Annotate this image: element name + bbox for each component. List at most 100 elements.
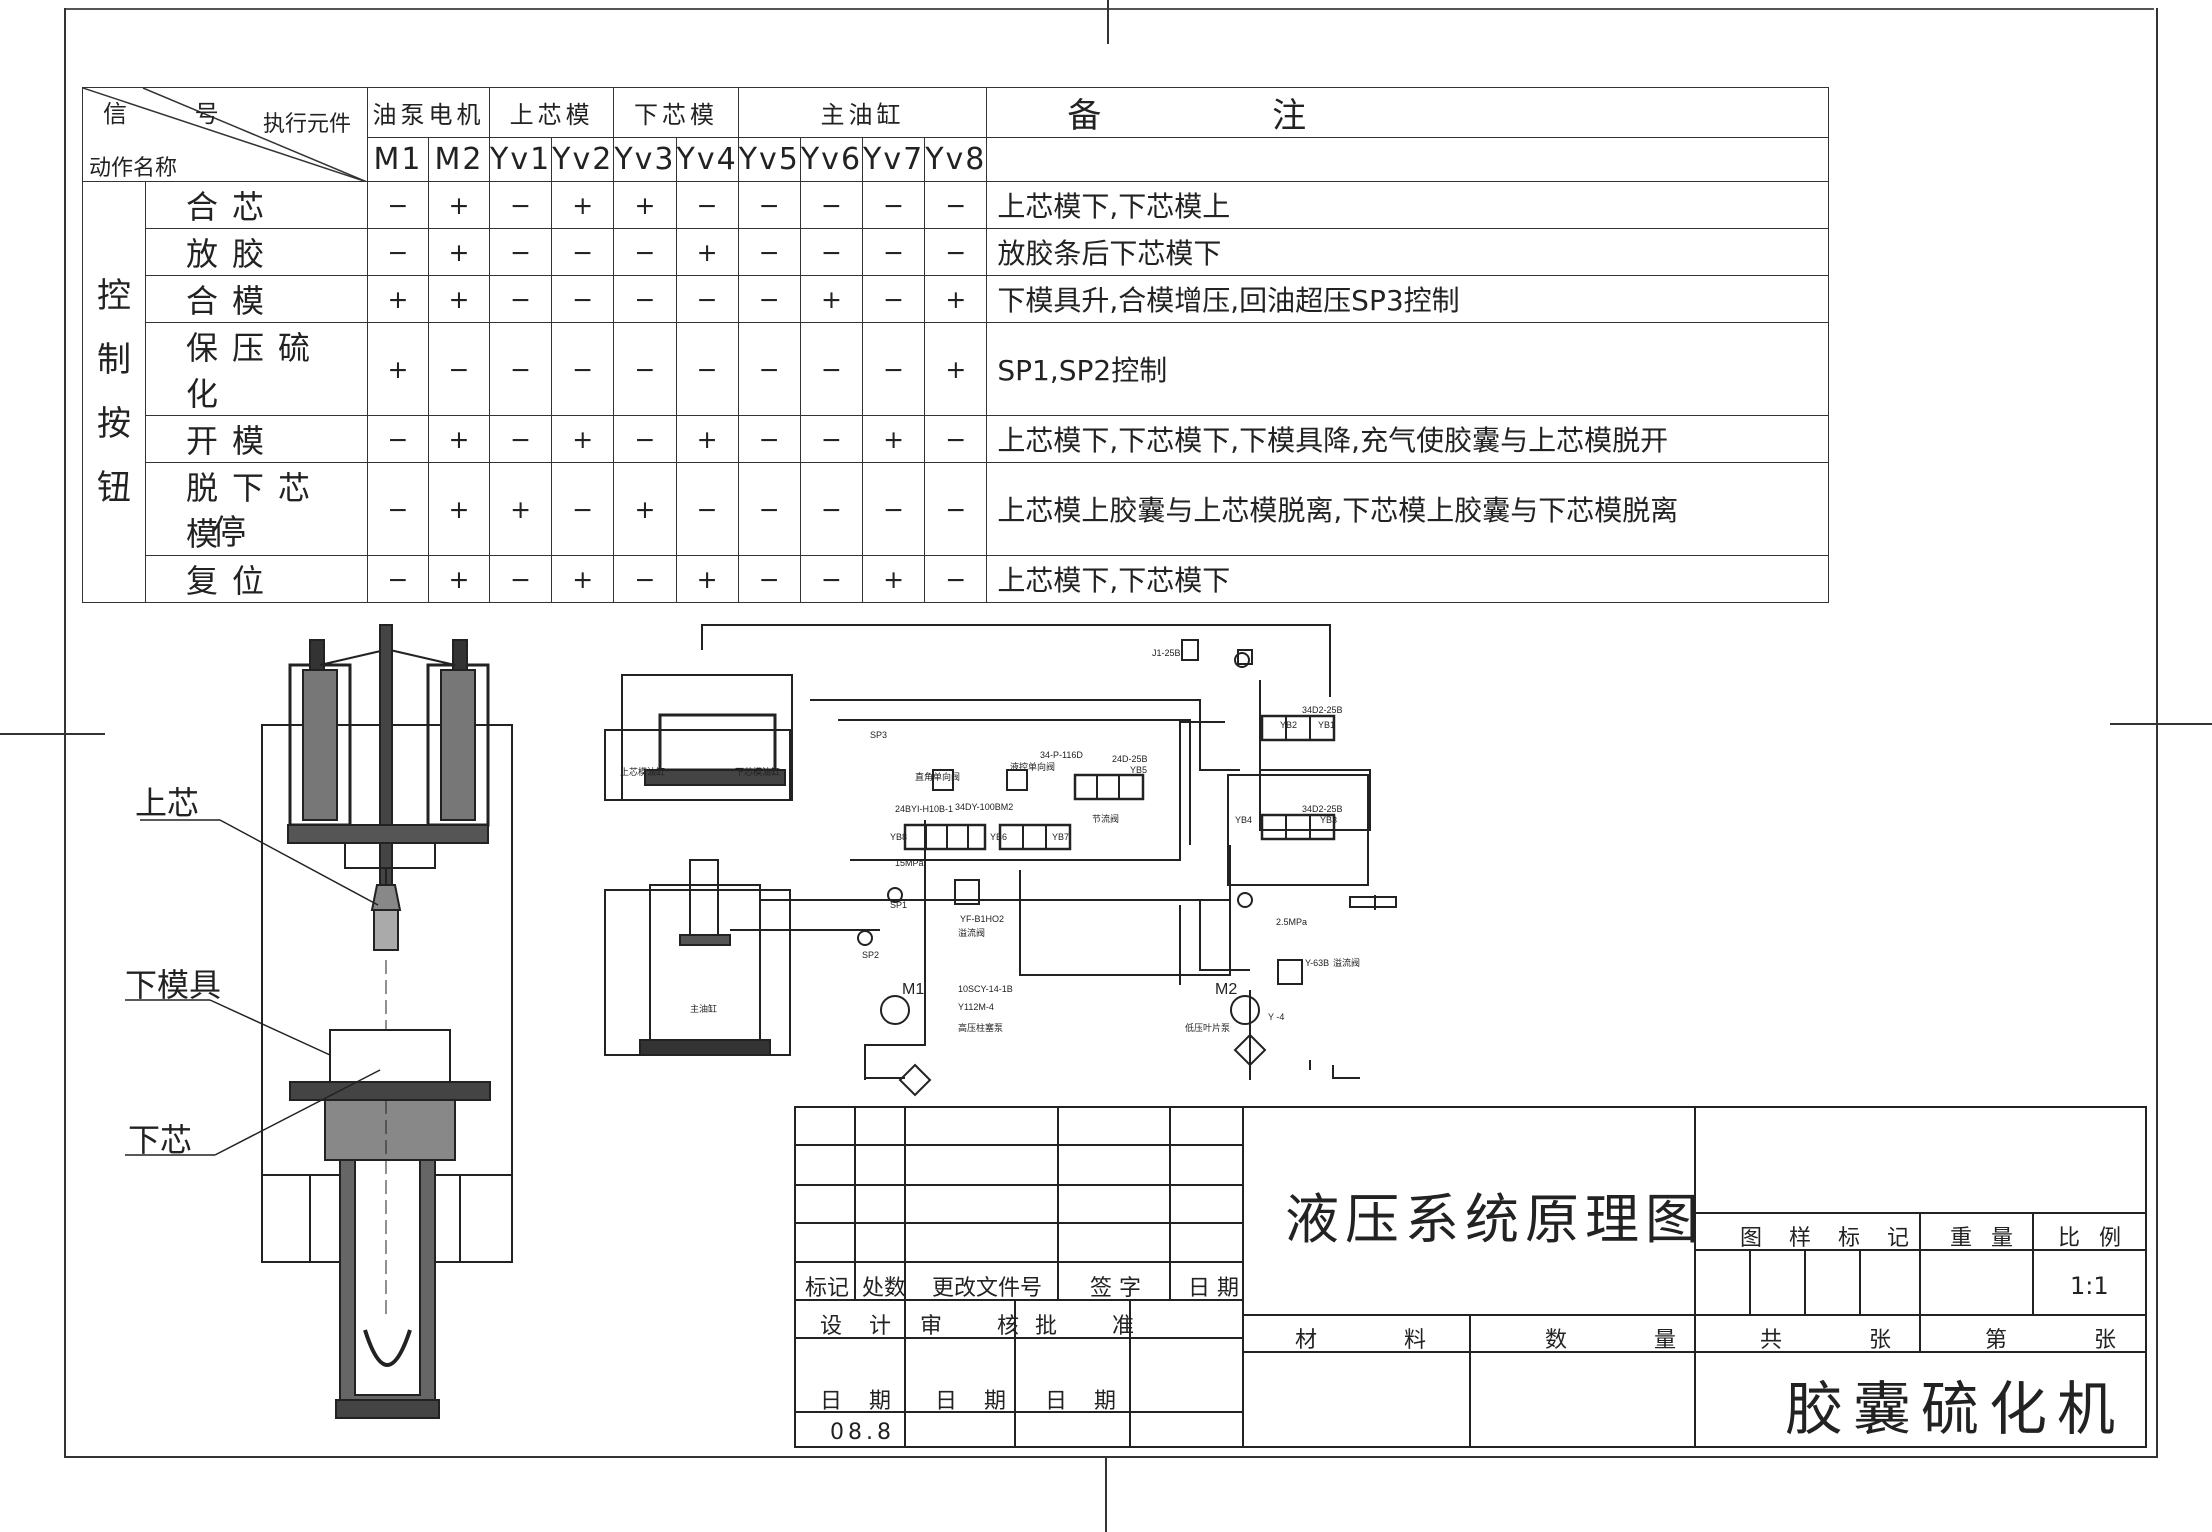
tb-date-value: 08.8 (830, 1420, 895, 1445)
tb-sample-mark: 图 样 标 记 (1740, 1226, 1919, 1251)
state-cell: − (675, 462, 739, 556)
corner-signal: 信 号 (103, 100, 249, 128)
tb-material: 材 料 (1295, 1328, 1466, 1353)
label-y4: Y -4 (1268, 1012, 1284, 1022)
state-cell: − (488, 322, 553, 416)
tb-change-doc: 更改文件号 (932, 1276, 1043, 1301)
state-cell: − (924, 228, 988, 276)
state-cell: − (551, 322, 615, 416)
hydraulic-schematic (604, 624, 1397, 1097)
title-block-grid (794, 1106, 2147, 1448)
state-cell: − (551, 275, 615, 323)
corner-actuator: 执行元件 (263, 112, 352, 137)
code-yv5: Yv5 (737, 137, 801, 182)
state-cell: − (367, 462, 429, 556)
action-rows: 控制按钮合芯−+−++−−−−−上芯模下,下芯模上放胶−+−−−+−−−−放胶条… (82, 181, 1830, 603)
action-note: 下模具升,合模增压,回油超压SP3控制 (986, 275, 1830, 323)
label-v3: 24D-25B (1112, 754, 1148, 764)
label-p25: 2.5MPa (1276, 917, 1307, 927)
action-name: 放胶 (145, 228, 368, 276)
label-v2: 34D2-25B (1302, 804, 1343, 814)
code-m1: M1 (367, 137, 429, 182)
tb-sign: 签 字 (1090, 1276, 1141, 1301)
tb-quantity: 数 量 (1545, 1328, 1716, 1353)
state-cell: − (613, 415, 677, 463)
state-cell: − (737, 415, 801, 463)
control-button-group: 控制按钮 (82, 181, 146, 603)
code-yv8: Yv8 (924, 137, 988, 182)
tb-design: 设 计 (820, 1314, 901, 1339)
label-yb5: YB5 (1130, 765, 1147, 775)
code-yv6: Yv6 (799, 137, 864, 182)
state-cell: − (675, 275, 739, 323)
frame-top-border (64, 8, 2154, 10)
tb-date3: 日 期 (1045, 1389, 1126, 1414)
remark-blank (986, 137, 1830, 182)
code-yv4: Yv4 (675, 137, 739, 182)
label-thr: 节流阀 (1092, 813, 1119, 824)
drawing-title: 液压系统原理图 (1285, 1188, 1705, 1251)
label-pump1-desc: 高压柱塞泵 (958, 1022, 1003, 1033)
state-cell: + (488, 462, 553, 556)
state-cell: − (924, 462, 988, 556)
tb-count: 处数 (862, 1276, 907, 1301)
label-v1: 34D2-25B (1302, 705, 1343, 715)
schematic-text: J1-25B 34D2-25B 34D2-25B YB2 YB1 YB4 YB3… (620, 648, 1360, 1033)
action-row: 开模−+−+−+−−+−上芯模下,下芯模下,下模具降,充气使胶囊与上芯模脱开 (83, 415, 1830, 463)
tb-total: 共 张 (1760, 1328, 1931, 1353)
action-note: 放胶条后下芯模下 (986, 228, 1830, 276)
tb-sheet: 第 张 (1985, 1328, 2156, 1353)
state-cell: − (924, 555, 988, 603)
state-cell: + (613, 181, 677, 229)
label-v6: 34-P-116D (1040, 750, 1083, 760)
tb-review: 审 核 (920, 1314, 1043, 1339)
state-cell: + (799, 275, 864, 323)
state-cell: − (737, 275, 801, 323)
state-cell: − (367, 181, 429, 229)
state-cell: − (367, 228, 429, 276)
label-sp3: SP3 (870, 730, 887, 740)
state-cell: − (799, 462, 864, 556)
state-cell: + (428, 462, 490, 556)
label-yb4: YB4 (1235, 815, 1252, 825)
action-name: 复位 (145, 555, 368, 603)
action-note: SP1,SP2控制 (986, 322, 1830, 416)
state-cell: + (428, 555, 490, 603)
action-name: 脱下芯模 (145, 462, 368, 556)
tb-scale-value: 1:1 (2070, 1272, 2109, 1300)
label-v5: 24BYI-H10B-1 (895, 804, 953, 814)
label-lower-core: 下芯 (128, 1121, 193, 1159)
state-cell: − (799, 322, 864, 416)
action-note: 上芯模下,下芯模下 (986, 555, 1830, 603)
tb-date-header: 日 期 (1188, 1276, 1239, 1301)
product-name: 胶囊硫化机 (1785, 1375, 2126, 1443)
machine-section (261, 624, 513, 1419)
state-cell: + (862, 415, 926, 463)
state-cell: − (613, 275, 677, 323)
state-cell: − (367, 415, 429, 463)
state-cell: + (428, 228, 490, 276)
state-cell: − (862, 322, 926, 416)
label-yb6: YB6 (990, 832, 1007, 842)
state-cell: + (675, 415, 739, 463)
group-pump-motor: 油泵电机 (367, 87, 490, 138)
state-cell: − (924, 181, 988, 229)
label-relief: YF-B1HO2 (960, 914, 1004, 924)
tb-weight: 重 量 (1950, 1226, 2019, 1251)
tb-date2: 日 期 (935, 1389, 1016, 1414)
state-cell: − (924, 415, 988, 463)
remark-header: 备 注 (986, 87, 1830, 138)
center-mark-left (0, 733, 105, 735)
action-row: 合模++−−−−−+−+下模具升,合模增压,回油超压SP3控制 (83, 275, 1830, 323)
state-cell: − (862, 462, 926, 556)
state-cell: − (488, 555, 553, 603)
motor-labels: M1 M2 (902, 981, 1237, 998)
code-row: M1 M2 Yv1 Yv2 Yv3 Yv4 Yv5 Yv6 Yv7 Yv8 (83, 137, 1830, 182)
state-cell: − (737, 555, 801, 603)
label-ovf2: 溢流阀 (1333, 957, 1360, 968)
tb-approve: 批 准 (1035, 1314, 1158, 1339)
state-cell: + (924, 322, 988, 416)
state-cell: + (551, 415, 615, 463)
label-v4: 34DY-100BM2 (955, 802, 1013, 812)
